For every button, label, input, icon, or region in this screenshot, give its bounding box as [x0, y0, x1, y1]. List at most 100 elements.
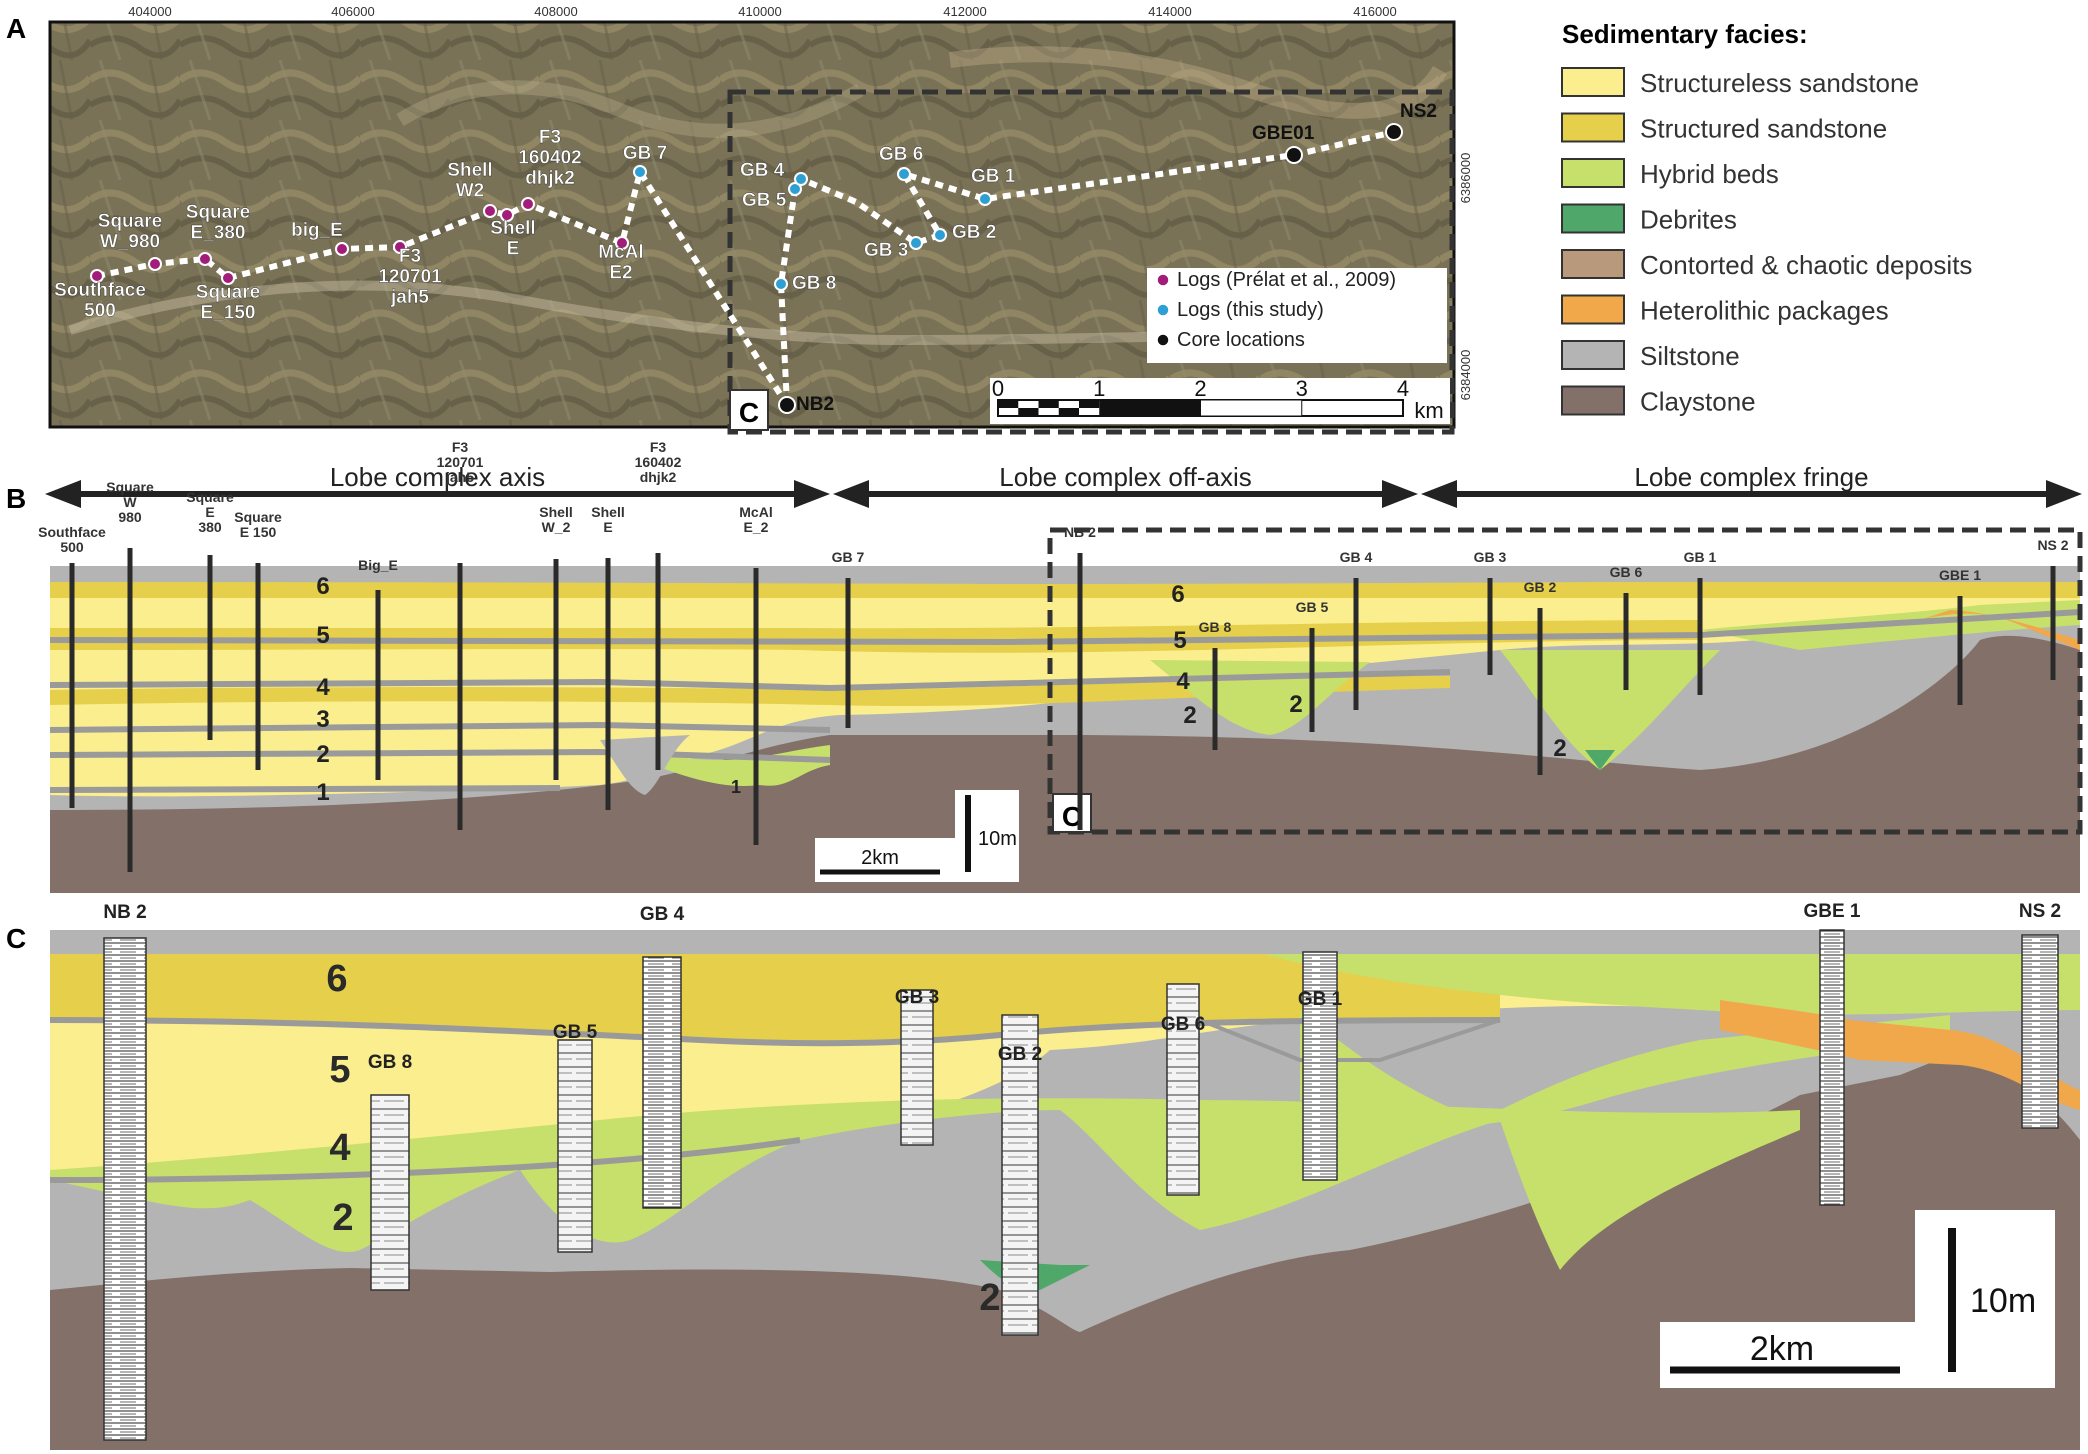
section-c-lobe-number: 2 — [979, 1277, 1000, 1319]
panel-letter-b: B — [6, 483, 26, 514]
section-c-log-column — [2021, 934, 2059, 1129]
section-c-log-label: GB 2 — [998, 1044, 1042, 1065]
section-b-log-label: GB 7 — [832, 549, 865, 565]
map-site-marker — [500, 208, 514, 222]
zone-label: Lobe complex fringe — [1634, 462, 1868, 492]
map-legend: Logs (Prélat et al., 2009) Logs (this stu… — [1147, 268, 1447, 363]
map-site-marker — [615, 236, 629, 250]
section-b-log-label: Big_E — [358, 557, 398, 573]
section-b-lobe-number: 5 — [316, 622, 329, 649]
map-site-label: NS2 — [1400, 101, 1437, 122]
section-b-lobe-number: 2 — [1553, 735, 1566, 762]
section-b-lobe-number: 2 — [316, 741, 329, 768]
section-b-log-label: GB 6 — [1610, 564, 1643, 580]
map-site-label: GB 7 — [623, 143, 667, 164]
section-c-scale-h-label: 2km — [1750, 1330, 1814, 1368]
map-site-marker — [774, 277, 788, 291]
facies-label: Contorted & chaotic deposits — [1640, 250, 1972, 280]
map-site-marker — [633, 165, 647, 179]
facies-label: Structureless sandstone — [1640, 68, 1919, 98]
map-x-tick: 404000 — [128, 4, 171, 19]
map-y-tick: 6384000 — [1458, 350, 1473, 401]
section-b-lobe-number: 4 — [1176, 668, 1190, 695]
section-b-log-label: GB 5 — [1296, 599, 1329, 615]
cross-section-b: C — [49, 527, 2083, 893]
facies-label: Hybrid beds — [1640, 159, 1779, 189]
map-scale-segment — [1058, 408, 1079, 416]
facies-legend-title: Sedimentary facies: — [1562, 19, 1808, 49]
section-c-log-label: GB 8 — [368, 1052, 412, 1073]
facies-label: Debrites — [1640, 205, 1737, 235]
section-b-log-label: NS 2 — [2037, 537, 2068, 553]
section-c-log-column — [900, 989, 934, 1146]
map-x-tick: 414000 — [1148, 4, 1191, 19]
section-b-inset-label: C — [1062, 801, 1082, 832]
section-b-log-label: GB 1 — [1684, 549, 1717, 565]
section-b-log-label: GB 2 — [1524, 579, 1557, 595]
facies-label: Heterolithic packages — [1640, 296, 1889, 326]
zone-label: Lobe complex axis — [330, 462, 545, 492]
facies-label: Claystone — [1640, 387, 1756, 417]
section-c-log-column — [642, 956, 682, 1209]
section-b-log-label: GB 3 — [1474, 549, 1507, 565]
map-site-label: GB 2 — [952, 222, 996, 243]
map-legend-label: Logs (Prélat et al., 2009) — [1177, 269, 1396, 291]
map-site-label: GB 5 — [742, 190, 787, 211]
map-x-tick: 406000 — [331, 4, 374, 19]
panel-letter-c: C — [6, 923, 26, 954]
section-b-lobe-number: 1 — [316, 779, 329, 806]
map-legend-label: Core locations — [1177, 329, 1305, 351]
section-c-log-label: GB 6 — [1161, 1014, 1205, 1035]
map-site-label: GB 3 — [864, 240, 908, 261]
section-c-log-column — [1166, 983, 1200, 1196]
map-site-marker — [978, 192, 992, 206]
map-site-marker — [393, 240, 407, 254]
map-x-tick: 408000 — [534, 4, 577, 19]
map-site-marker — [794, 172, 808, 186]
map-site-marker — [148, 257, 162, 271]
map-site-marker — [221, 271, 235, 285]
section-c-log-label: GB 4 — [640, 904, 685, 925]
section-c-log-label: GB 1 — [1298, 989, 1343, 1010]
facies-swatch — [1561, 67, 1625, 97]
section-c-lobe-number: 6 — [326, 958, 347, 1000]
zone-arrow-head — [833, 480, 869, 508]
section-c-lobe-number: 4 — [329, 1127, 350, 1169]
map-y-tick: 6386000 — [1458, 153, 1473, 204]
section-b-lobe-number: 6 — [1171, 581, 1184, 608]
map-traverse-west — [96, 164, 790, 407]
section-c-lobe-number: 2 — [332, 1197, 353, 1239]
map-site-marker — [1385, 123, 1403, 141]
section-b-lobe-number: 2 — [1289, 691, 1302, 718]
zone-arrow-head — [45, 480, 81, 508]
map-site-marker — [521, 197, 535, 211]
map-x-tick: 416000 — [1353, 4, 1396, 19]
section-c-log-column — [103, 937, 147, 1441]
map-site-label: GB 8 — [792, 273, 836, 294]
map-legend-marker — [1156, 273, 1170, 287]
map-legend-label: Logs (this study) — [1177, 299, 1324, 321]
section-b-log-label: GB 8 — [1199, 619, 1232, 635]
map-site-label: big_E — [291, 220, 343, 241]
facies-swatch — [1561, 112, 1625, 143]
